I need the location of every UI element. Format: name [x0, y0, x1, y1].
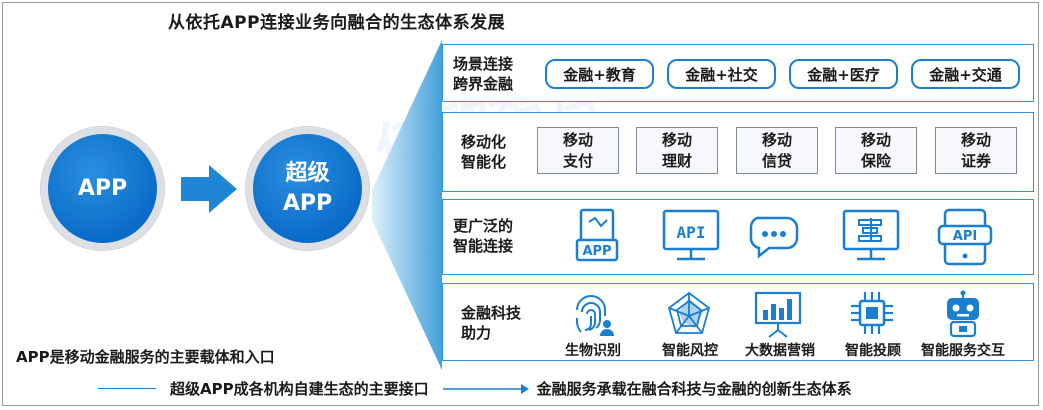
row-label-mobile: 移动化 智能化 — [461, 132, 506, 172]
super-app-label-line2: APP — [282, 190, 333, 216]
footer-ecosystem-text: 金融服务承载在融合科技与金融的创新生态体系 — [536, 380, 852, 398]
chat-bubble-icon — [749, 216, 799, 259]
box-mobile-insurance: 移动 保险 — [835, 127, 917, 174]
box-mobile-wealth: 移动 理财 — [636, 127, 718, 174]
row-label-mobile-line2: 智能化 — [461, 153, 507, 171]
box-mobile-securities: 移动 证券 — [935, 127, 1017, 174]
panel-fintech: 金融科技 助力 生物识别 智能风控 — [442, 283, 1034, 361]
radar-chart-icon — [667, 291, 711, 334]
caption-biometric: 生物识别 — [565, 343, 621, 359]
box-mobile-credit-line2: 信贷 — [761, 152, 792, 170]
row-label-scene: 场景连接 跨界金融 — [453, 54, 513, 94]
row-label-connect-line1: 更广泛的 — [453, 217, 514, 235]
box-mobile-insurance-line2: 保险 — [860, 152, 891, 170]
caption-smart-risk: 智能风控 — [662, 343, 718, 359]
pill-finance-medical: 金融+医疗 — [789, 59, 898, 89]
row-label-connect: 更广泛的 智能连接 — [453, 216, 513, 256]
box-mobile-wealth-line2: 理财 — [661, 152, 692, 170]
api-tablet-text: API — [953, 229, 977, 244]
robot-icon — [947, 290, 979, 338]
box-mobile-credit: 移动 信贷 — [736, 127, 818, 174]
server-monitor-icon — [842, 209, 900, 261]
row-label-connect-line2: 智能连接 — [453, 237, 514, 255]
row-label-mobile-line1: 移动化 — [461, 133, 507, 151]
fingerprint-icon — [576, 295, 614, 336]
box-mobile-payment-line2: 支付 — [562, 152, 593, 170]
panel-smart-connection: 更广泛的 智能连接 APP API API — [442, 199, 1034, 275]
row-label-fintech-line1: 金融科技 — [461, 304, 522, 322]
pill-finance-education: 金融+教育 — [545, 59, 654, 89]
app-document-icon: APP — [575, 208, 619, 262]
diagram-frame — [2, 2, 1039, 406]
api-monitor-icon: API — [662, 209, 720, 261]
super-app-circle: 超级 APP — [246, 127, 369, 250]
box-mobile-payment: 移动 支付 — [537, 127, 619, 174]
box-mobile-securities-line1: 移动 — [960, 131, 991, 149]
right-arrow-icon — [181, 165, 237, 213]
caption-big-data-marketing: 大数据营销 — [745, 343, 815, 359]
app-circle: APP — [41, 127, 164, 250]
super-app-label-line1: 超级 — [285, 160, 330, 186]
box-mobile-securities-line2: 证券 — [960, 152, 991, 170]
panel-scene-connection: 场景连接 跨界金融 金融+教育 金融+社交 金融+医疗 金融+交通 — [442, 44, 1034, 102]
funnel-wedge — [372, 40, 442, 370]
pill-finance-transport: 金融+交通 — [911, 59, 1020, 89]
footer-divider-line — [98, 388, 156, 389]
api-monitor-text: API — [677, 223, 706, 242]
chip-icon — [851, 292, 893, 334]
bar-chart-icon — [754, 291, 802, 338]
api-tablet-icon: API — [937, 208, 993, 266]
panel-mobile-intelligent: 移动化 智能化 移动 支付 移动 理财 移动 信贷 移动 保险 移动 证券 — [442, 112, 1034, 192]
app-icon-text: APP — [582, 244, 611, 259]
footer-line-app-carrier: APP是移动金融服务的主要载体和入口 — [16, 348, 275, 366]
row-label-fintech: 金融科技 助力 — [461, 303, 521, 343]
footer-super-app-interface: 超级APP成各机构自建生态的主要接口 — [170, 380, 429, 398]
row-label-scene-line2: 跨界金融 — [453, 75, 514, 93]
box-mobile-insurance-line1: 移动 — [860, 131, 891, 149]
footer-evolution-line: 超级APP成各机构自建生态的主要接口 金融服务承载在融合科技与金融的创新生态体系 — [98, 378, 852, 399]
row-label-scene-line1: 场景连接 — [453, 55, 514, 73]
pill-finance-social: 金融+社交 — [667, 59, 776, 89]
caption-smart-service: 智能服务交互 — [921, 343, 1005, 359]
footer-arrow-icon — [442, 383, 529, 394]
caption-robo-advisor: 智能投顾 — [845, 343, 901, 359]
box-mobile-credit-line1: 移动 — [761, 131, 792, 149]
box-mobile-wealth-line1: 移动 — [661, 131, 692, 149]
diagram-title: 从依托APP连接业务向融合的生态体系发展 — [168, 13, 506, 33]
box-mobile-payment-line1: 移动 — [562, 131, 593, 149]
app-circle-label: APP — [77, 176, 128, 201]
row-label-fintech-line2: 助力 — [461, 324, 492, 342]
